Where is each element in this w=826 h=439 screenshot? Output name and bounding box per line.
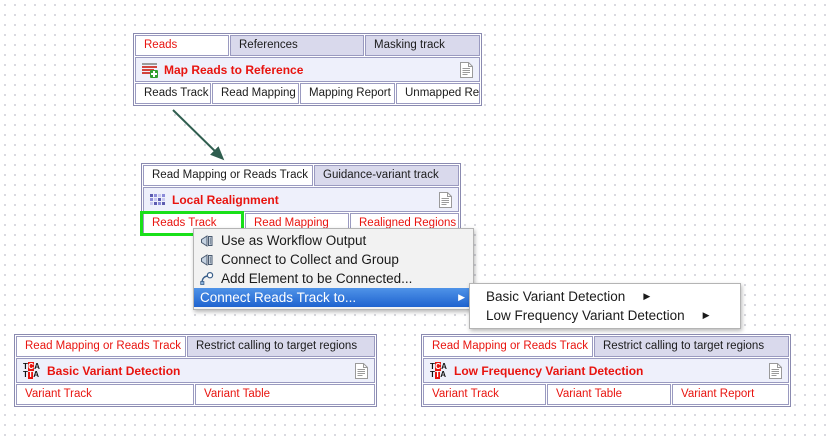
menu-item-connect-to-collect-and-group[interactable]: Connect to Collect and Group — [194, 250, 473, 269]
add-element-icon — [200, 272, 215, 285]
submenu-item-label: Basic Variant Detection — [486, 289, 626, 304]
output-port-variant-table[interactable]: Variant Table — [547, 384, 671, 405]
chevron-right-icon: ▶ — [458, 292, 465, 302]
input-ports-row: Read Mapping or Reads Track Guidance-var… — [143, 165, 459, 186]
input-port-read-mapping-or-reads-track[interactable]: Read Mapping or Reads Track — [16, 336, 186, 357]
menu-item-label: Connect Reads Track to... — [200, 290, 357, 305]
variant-detection-icon: TCA TTA — [430, 361, 447, 379]
output-port-mapping-report[interactable]: Mapping Report — [300, 83, 395, 104]
output-port-unmapped-reads[interactable]: Unmapped Reads — [396, 83, 480, 104]
input-port-reads[interactable]: Reads — [135, 35, 229, 56]
input-port-restrict-calling-to-target-regions[interactable]: Restrict calling to target regions — [594, 336, 789, 357]
input-port-read-mapping-or-reads-track[interactable]: Read Mapping or Reads Track — [423, 336, 593, 357]
input-ports-row: Read Mapping or Reads Track Restrict cal… — [16, 336, 375, 357]
document-icon[interactable] — [439, 191, 452, 208]
chevron-right-icon: ▶ — [643, 291, 651, 301]
selected-port-highlight — [140, 211, 244, 236]
submenu-item-label: Low Frequency Variant Detection — [486, 308, 685, 323]
submenu-item-basic-variant-detection[interactable]: Basic Variant Detection ▶ — [470, 287, 740, 306]
document-icon[interactable] — [769, 362, 782, 379]
workflow-element-low-frequency-variant-detection[interactable]: Read Mapping or Reads Track Restrict cal… — [421, 334, 791, 407]
output-port-reads-track[interactable]: Reads Track — [135, 83, 211, 104]
map-reads-icon — [142, 62, 158, 78]
menu-item-add-element-to-be-connected[interactable]: Add Element to be Connected... — [194, 269, 473, 288]
submenu-item-low-frequency-variant-detection[interactable]: Low Frequency Variant Detection ▶ — [470, 306, 740, 325]
output-ports-row: Variant Track Variant Table Variant Repo… — [423, 384, 789, 405]
workflow-element-basic-variant-detection[interactable]: Read Mapping or Reads Track Restrict cal… — [14, 334, 377, 407]
menu-item-connect-reads-track-to[interactable]: Connect Reads Track to... ▶ — [194, 288, 473, 307]
collect-and-group-icon — [200, 253, 215, 266]
algorithm-name: Basic Variant Detection — [47, 363, 181, 378]
menu-item-use-as-workflow-output[interactable]: Use as Workflow Output — [194, 231, 473, 250]
variant-detection-icon: TCA TTA — [23, 361, 40, 379]
document-icon[interactable] — [460, 61, 473, 78]
menu-item-label: Add Element to be Connected... — [221, 271, 413, 286]
input-port-masking-track[interactable]: Masking track — [365, 35, 480, 56]
output-port-variant-track[interactable]: Variant Track — [16, 384, 194, 405]
algorithm-row-low-frequency-variant-detection[interactable]: TCA TTA Low Frequency Variant Detection — [423, 358, 789, 383]
algorithm-name: Map Reads to Reference — [164, 62, 304, 77]
output-port-variant-track[interactable]: Variant Track — [423, 384, 546, 405]
input-ports-row: Read Mapping or Reads Track Restrict cal… — [423, 336, 789, 357]
input-ports-row: Reads References Masking track — [135, 35, 480, 56]
workflow-output-icon — [200, 234, 215, 247]
output-ports-row: Variant Track Variant Table — [16, 384, 375, 405]
algorithm-name: Low Frequency Variant Detection — [454, 363, 644, 378]
menu-item-label: Connect to Collect and Group — [221, 252, 399, 267]
output-port-variant-report[interactable]: Variant Report — [672, 384, 789, 405]
algorithm-row-basic-variant-detection[interactable]: TCA TTA Basic Variant Detection — [16, 358, 375, 383]
input-port-read-mapping-or-reads-track[interactable]: Read Mapping or Reads Track — [143, 165, 313, 186]
context-menu[interactable]: Use as Workflow Output Connect to Collec… — [193, 228, 474, 310]
document-icon[interactable] — [355, 362, 368, 379]
context-submenu[interactable]: Basic Variant Detection ▶ Low Frequency … — [469, 283, 741, 329]
algorithm-row-map-reads-to-reference[interactable]: Map Reads to Reference — [135, 57, 480, 82]
output-port-read-mapping[interactable]: Read Mapping — [212, 83, 299, 104]
output-ports-row: Reads Track Read Mapping Mapping Report … — [135, 83, 480, 104]
input-port-guidance-variant-track[interactable]: Guidance-variant track — [314, 165, 459, 186]
output-port-variant-table[interactable]: Variant Table — [195, 384, 375, 405]
local-realignment-icon — [150, 193, 166, 206]
menu-item-label: Use as Workflow Output — [221, 233, 367, 248]
input-port-restrict-calling-to-target-regions[interactable]: Restrict calling to target regions — [187, 336, 375, 357]
workflow-element-map-reads-to-reference[interactable]: Reads References Masking track Map Reads… — [133, 33, 482, 106]
input-port-references[interactable]: References — [230, 35, 364, 56]
algorithm-name: Local Realignment — [172, 192, 279, 207]
chevron-right-icon: ▶ — [702, 310, 710, 320]
algorithm-row-local-realignment[interactable]: Local Realignment — [143, 187, 459, 212]
